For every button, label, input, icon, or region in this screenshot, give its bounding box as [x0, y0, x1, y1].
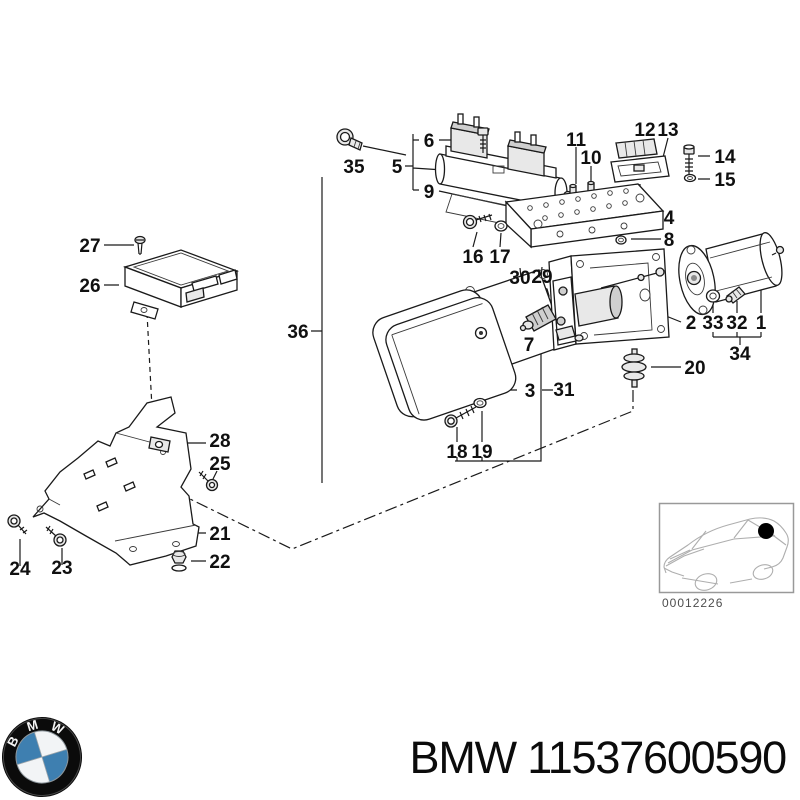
screw-27 — [134, 235, 146, 255]
screw-25 — [198, 470, 219, 492]
callout-30: 30 — [509, 268, 530, 289]
callout-26: 26 — [79, 276, 100, 297]
callout-23: 23 — [51, 558, 72, 579]
plate-13 — [610, 155, 670, 183]
inset-number: 00012226 — [662, 596, 723, 610]
callout-1: 1 — [756, 313, 767, 334]
callout-32: 32 — [726, 313, 747, 334]
callout-29: 29 — [531, 267, 552, 288]
logo-letter-m: M — [25, 717, 40, 735]
callout-10: 10 — [580, 148, 601, 169]
callout-12: 12 — [634, 120, 655, 141]
callout-18: 18 — [446, 442, 467, 463]
callout-9: 9 — [424, 182, 435, 203]
callout-16: 16 — [462, 247, 483, 268]
callout-17: 17 — [489, 247, 510, 268]
washer-33 — [705, 289, 721, 303]
washer-15 — [683, 173, 697, 183]
manifold-block-4 — [504, 183, 665, 249]
callout-25: 25 — [209, 454, 231, 475]
rubber-mount-20 — [621, 348, 647, 388]
car-location-inset: 00012226 — [658, 502, 795, 610]
callout-28: 28 — [209, 431, 230, 452]
callout-27: 27 — [79, 236, 100, 257]
plug-32 — [725, 286, 746, 304]
callout-33: 33 — [702, 313, 723, 334]
nut-22 — [171, 550, 187, 572]
car-silhouette — [663, 517, 789, 591]
callout-11: 11 — [566, 130, 587, 151]
part-number-line: BMW 11537600590 — [409, 732, 788, 783]
alignment-dash-line — [185, 390, 634, 550]
bolt-6 — [477, 127, 489, 153]
callout-35: 35 — [343, 157, 365, 178]
callout-6: 6 — [424, 131, 435, 152]
bolt-24 — [7, 514, 28, 535]
location-dot — [758, 523, 774, 539]
callout-7: 7 — [524, 335, 535, 356]
callout-13: 13 — [657, 120, 678, 141]
bolt-23 — [45, 525, 67, 547]
callout-5: 5 — [392, 157, 403, 178]
callout-15: 15 — [714, 170, 736, 191]
washer-8 — [615, 235, 627, 245]
fitting-35 — [336, 128, 363, 151]
callout-14: 14 — [714, 147, 736, 168]
callout-2: 2 — [686, 313, 697, 334]
parts-diagram: 00012226 35 6 5 9 11 10 12 13 14 15 4 8 … — [7, 113, 795, 610]
washer-19 — [473, 397, 487, 409]
callout-4: 4 — [664, 208, 675, 229]
callout-20: 20 — [684, 358, 705, 379]
inset-border — [658, 502, 795, 594]
pump-motor-7 — [519, 267, 665, 346]
callout-36: 36 — [287, 322, 308, 343]
washer-17 — [494, 220, 508, 232]
bolt-16 — [462, 213, 493, 230]
callout-31: 31 — [553, 380, 575, 401]
callout-19: 19 — [471, 442, 492, 463]
bolt-14 — [683, 144, 695, 174]
callout-8: 8 — [664, 230, 675, 251]
bmw-logo: B M W — [2, 717, 82, 797]
callout-labels: 35 6 5 9 11 10 12 13 14 15 4 8 16 17 30 … — [9, 120, 766, 580]
reservoir-3 — [372, 289, 517, 421]
callout-24: 24 — [9, 559, 31, 580]
part-number: 11537600590 — [527, 732, 787, 783]
callout-3: 3 — [525, 381, 536, 402]
callout-22: 22 — [209, 552, 230, 573]
motor-1 — [705, 232, 785, 303]
callout-21: 21 — [209, 524, 231, 545]
cover-12 — [615, 138, 658, 159]
bolt-18 — [444, 405, 477, 428]
brand-name: BMW — [409, 732, 518, 783]
ecu-module-26 — [122, 249, 240, 320]
callout-34: 34 — [729, 344, 751, 365]
clip-nut-28 — [148, 436, 171, 453]
